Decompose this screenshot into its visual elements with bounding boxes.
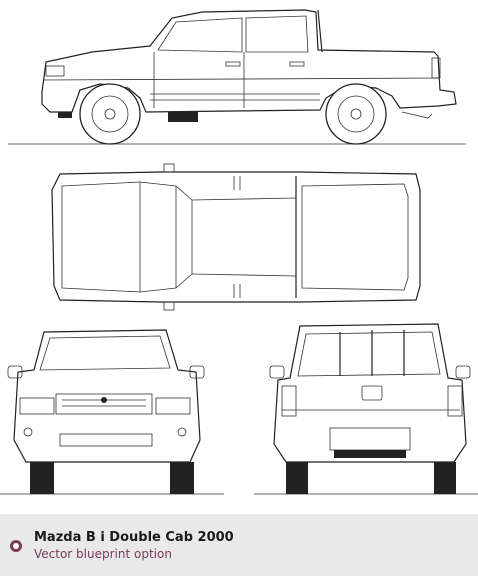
rear-view [254,323,478,495]
front-view [0,329,224,495]
model-title: Mazda B i Double Cab 2000 [34,530,234,545]
side-view [8,9,466,145]
blueprint-subtitle: Vector blueprint option [34,547,172,561]
ring-bullet-icon [10,540,22,552]
top-view [51,163,421,311]
vehicle-blueprint-drawing [0,9,478,495]
caption-bar [0,514,478,576]
